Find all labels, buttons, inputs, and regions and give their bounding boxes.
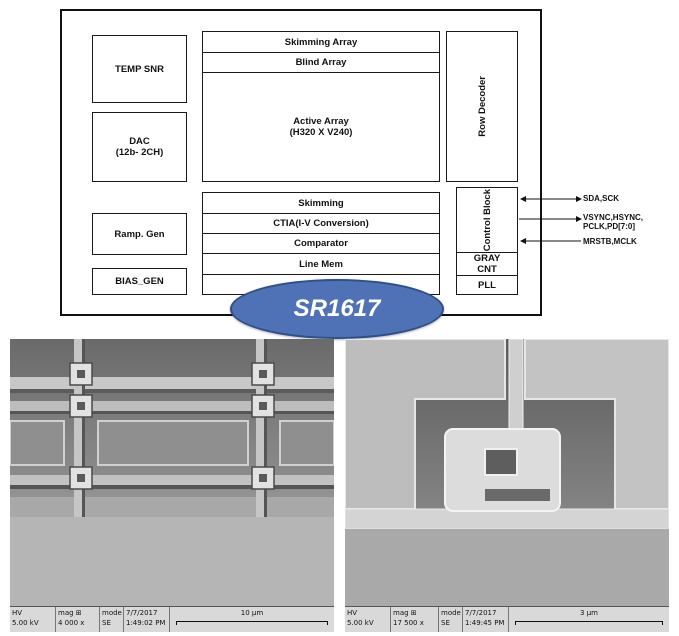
hv-value: 5.00 kV bbox=[347, 619, 374, 627]
time-value: 1:49:45 PM bbox=[465, 619, 505, 627]
pll-block: PLL bbox=[456, 275, 518, 295]
scale-label: 3 µm bbox=[580, 609, 598, 617]
gray-cnt-block: GRAY CNT bbox=[456, 252, 518, 276]
mode-value: SE bbox=[102, 619, 111, 627]
blind-array-block: Blind Array bbox=[202, 52, 440, 73]
row-decoder-label: Row Decoder bbox=[476, 76, 488, 137]
mag-label: mag ⊞ bbox=[393, 609, 417, 617]
row-decoder-block: Row Decoder bbox=[446, 31, 518, 182]
mems-array-micrograph bbox=[10, 339, 334, 607]
chip-label-badge: SR1617 bbox=[230, 279, 444, 339]
ramp-gen-block: Ramp. Gen bbox=[92, 213, 187, 255]
mag-label: mag ⊞ bbox=[58, 609, 82, 617]
skimming-array-block: Skimming Array bbox=[202, 31, 440, 53]
bias-gen-block: BIAS_GEN bbox=[92, 268, 187, 295]
mode-value: SE bbox=[441, 619, 450, 627]
control-block: Control Block bbox=[456, 187, 518, 253]
comparator-block: Comparator bbox=[202, 233, 440, 254]
skimming-block: Skimming bbox=[202, 192, 440, 214]
date-value: 7/7/2017 bbox=[126, 609, 158, 617]
mode-label: mode bbox=[102, 609, 122, 617]
date-value: 7/7/2017 bbox=[465, 609, 497, 617]
scale-bar-2: 3 µm bbox=[509, 607, 669, 632]
dac-block: DAC (12b- 2CH) bbox=[92, 112, 187, 182]
time-value: 1:49:02 PM bbox=[126, 619, 166, 627]
scale-label: 10 µm bbox=[240, 609, 264, 617]
mag-value: 17 500 x bbox=[393, 619, 424, 627]
active-array-block: Active Array (H320 X V240) bbox=[202, 72, 440, 182]
vsync-label: VSYNC,HSYNC, PCLK,PD[7:0] bbox=[583, 213, 644, 231]
scale-bar-1: 10 µm bbox=[170, 607, 334, 632]
hv-label: HV bbox=[12, 609, 23, 617]
mems-pixel-closeup-micrograph bbox=[345, 339, 669, 607]
sda-sck-label: SDA,SCK bbox=[583, 194, 620, 203]
control-block-label: Control Block bbox=[481, 188, 493, 252]
temp-snr-block: TEMP SNR bbox=[92, 35, 187, 103]
hv-label: HV bbox=[347, 609, 358, 617]
signal-arrows bbox=[519, 196, 582, 244]
line-mem-block: Line Mem bbox=[202, 253, 440, 275]
hv-value: 5.00 kV bbox=[12, 619, 39, 627]
ctia-block: CTIA(I-V Conversion) bbox=[202, 213, 440, 234]
mode-label: mode bbox=[441, 609, 461, 617]
mrstb-label: MRSTB,MCLK bbox=[583, 237, 637, 246]
mag-value: 4 000 x bbox=[58, 619, 85, 627]
